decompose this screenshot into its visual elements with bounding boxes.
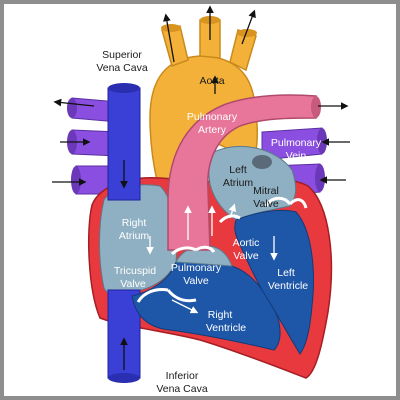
heart-diagram: Superior Vena Cava Aorta Pulmonary Arter… bbox=[52, 5, 350, 395]
label-right-atrium-2: Atrium bbox=[119, 230, 150, 242]
label-inferior-vena-cava: Inferior bbox=[166, 370, 199, 382]
label-left-ventricle-2: Ventricle bbox=[268, 280, 308, 292]
flow-arrows-white bbox=[146, 203, 278, 314]
inferior-vena-cava bbox=[107, 289, 141, 383]
superior-vena-cava bbox=[107, 83, 141, 201]
label-superior-vena-cava: Superior bbox=[102, 49, 142, 61]
labels: Superior Vena Cava Aorta Pulmonary Arter… bbox=[96, 49, 322, 395]
label-mitral-valve: Mitral bbox=[253, 185, 279, 197]
label-pulmonary-artery: Pulmonary bbox=[187, 111, 238, 123]
label-superior-vena-cava-2: Vena Cava bbox=[96, 62, 148, 74]
label-inferior-vena-cava-2: Vena Cava bbox=[156, 383, 208, 395]
label-left-ventricle: Left bbox=[277, 267, 295, 279]
right-atrium bbox=[99, 184, 178, 296]
label-tricuspid-valve-2: Valve bbox=[120, 278, 146, 290]
label-right-atrium: Right bbox=[122, 217, 147, 229]
label-aortic-valve: Aortic bbox=[233, 237, 260, 249]
label-tricuspid-valve: Tricuspid bbox=[114, 265, 156, 277]
label-pulmonary-valve-2: Valve bbox=[183, 275, 209, 287]
label-right-ventricle-2: Ventricle bbox=[206, 322, 246, 334]
valves bbox=[136, 196, 308, 303]
label-left-atrium-2: Atrium bbox=[223, 177, 254, 189]
label-left-atrium: Left bbox=[229, 164, 247, 176]
left-ventricle bbox=[234, 209, 314, 355]
left-atrium bbox=[208, 145, 297, 221]
label-aorta: Aorta bbox=[199, 75, 224, 87]
label-aortic-valve-2: Valve bbox=[233, 250, 259, 262]
label-pulmonary-vein: Pulmonary bbox=[271, 137, 322, 149]
label-mitral-valve-2: Valve bbox=[253, 198, 279, 210]
label-right-ventricle: Right bbox=[208, 309, 233, 321]
pulmonary-artery bbox=[167, 94, 321, 251]
label-pulmonary-valve: Pulmonary bbox=[171, 262, 222, 274]
label-pulmonary-artery-2: Artery bbox=[198, 124, 227, 136]
flow-arrows bbox=[52, 5, 350, 370]
label-pulmonary-vein-2: Vein bbox=[286, 150, 307, 162]
